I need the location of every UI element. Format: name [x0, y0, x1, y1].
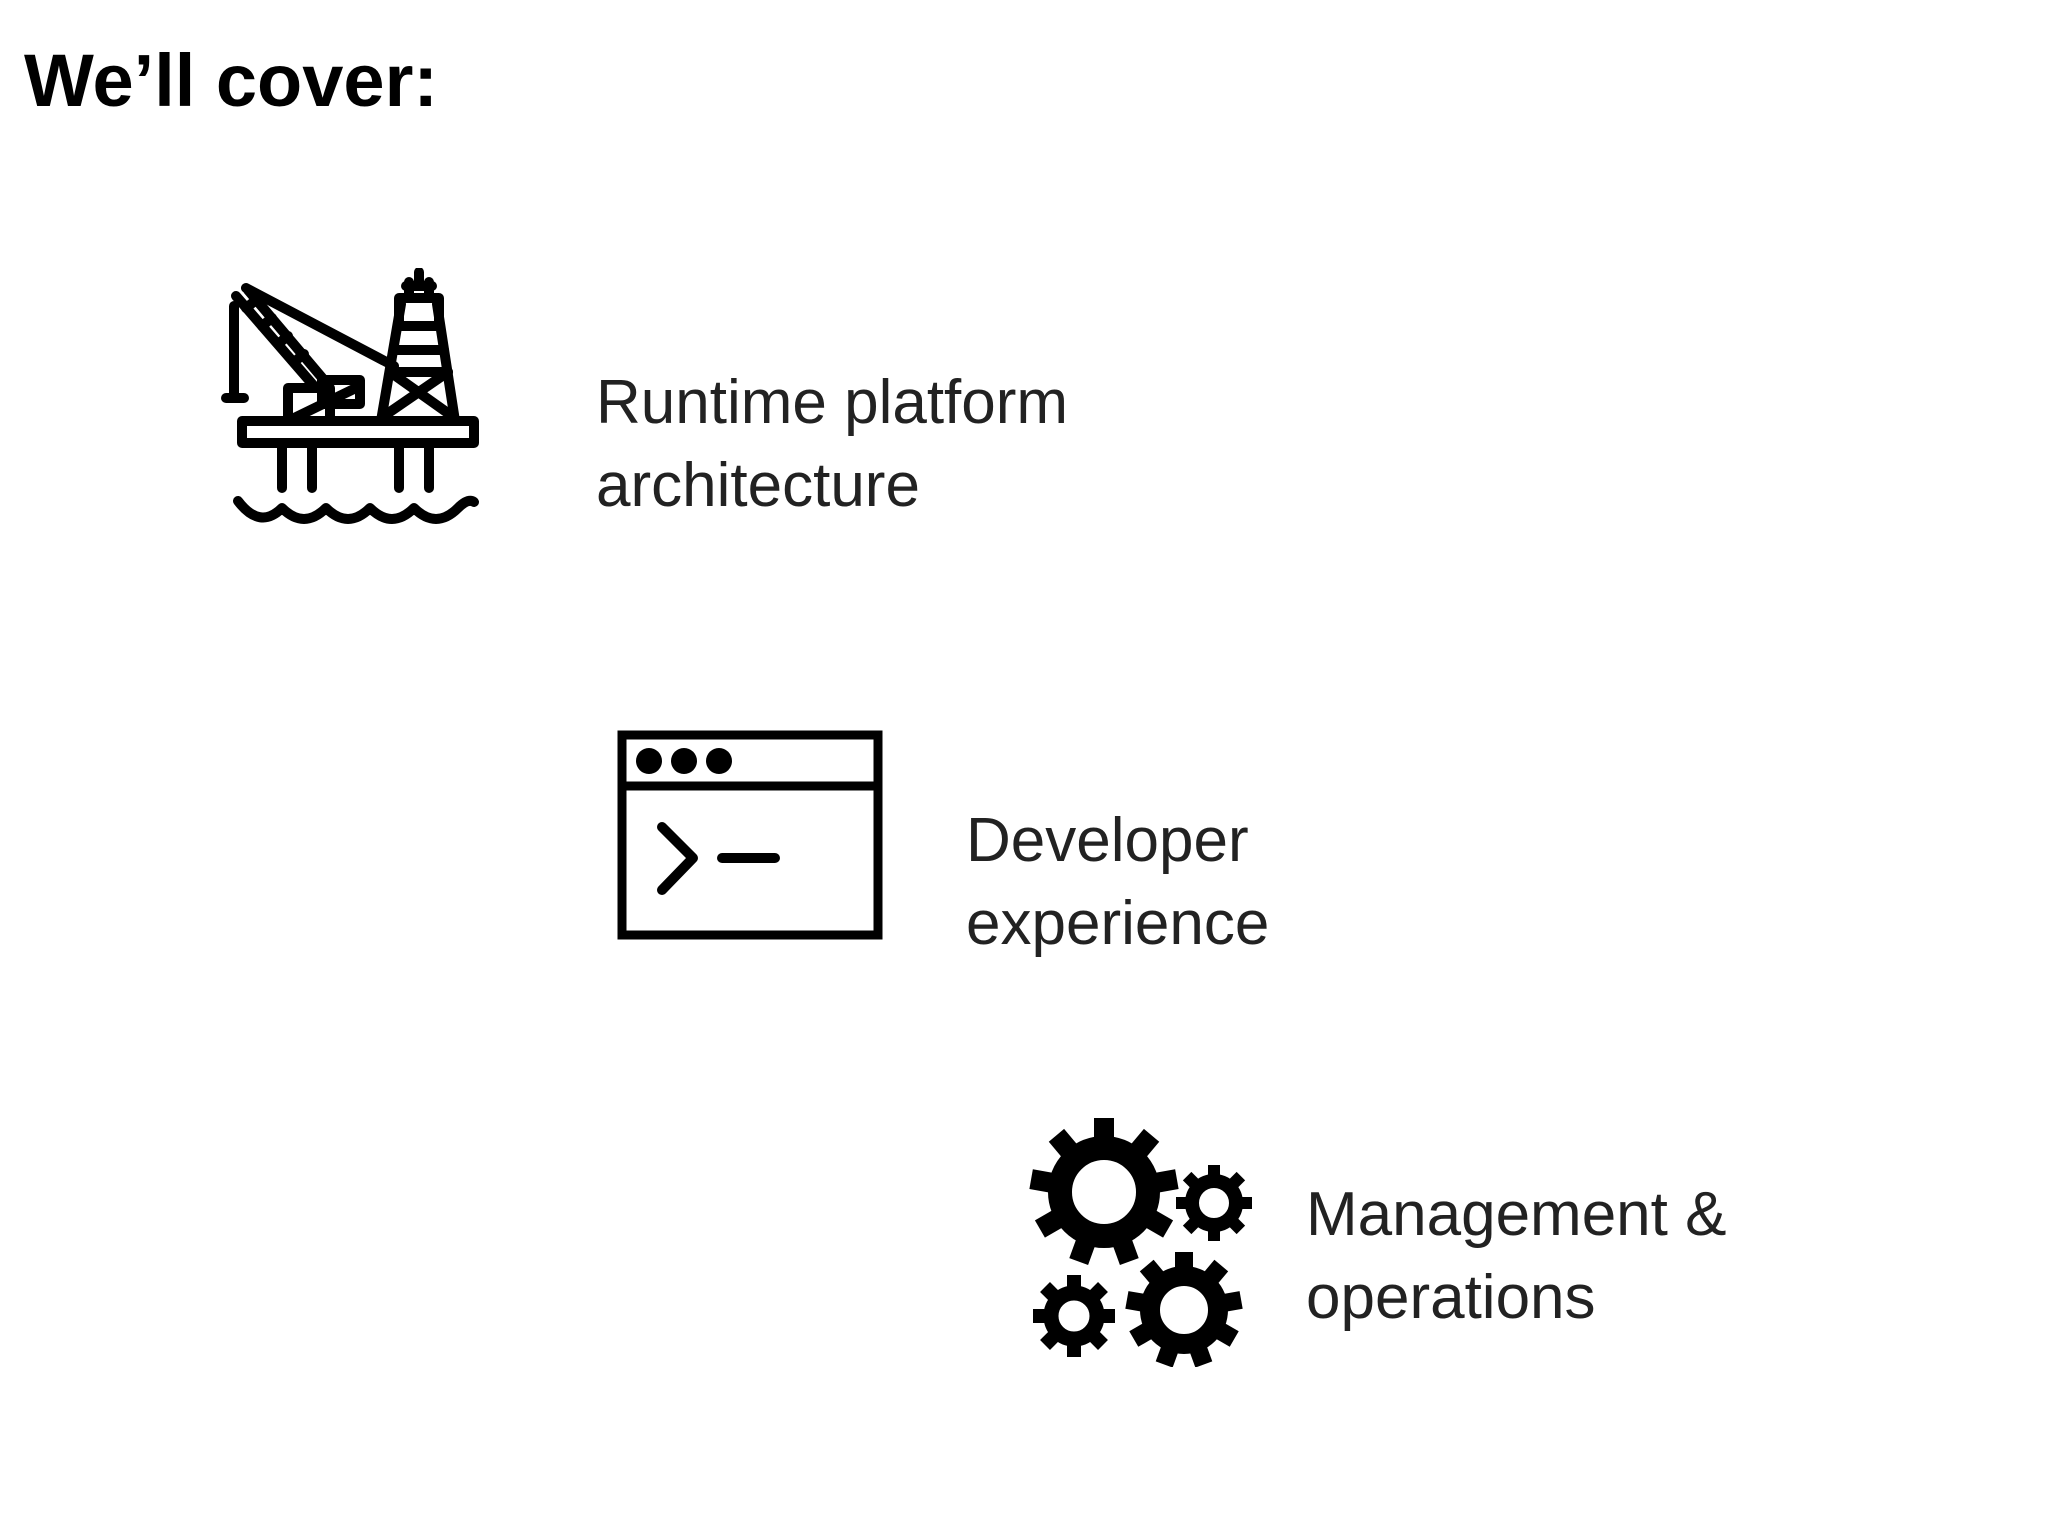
- terminal-window-icon: [617, 730, 883, 940]
- topic-devex-label: Developer experience: [966, 799, 1269, 965]
- topic-devex-line1: Developer: [966, 806, 1249, 875]
- slide-title: We’ll cover:: [24, 39, 439, 122]
- topic-runtime-label: Runtime platform architecture: [596, 361, 1068, 527]
- topic-runtime-line2: architecture: [596, 451, 920, 520]
- topic-devex-line2: experience: [966, 889, 1270, 958]
- topic-mgmt-line2: operations: [1306, 1263, 1596, 1332]
- gears-icon: [1029, 1118, 1252, 1367]
- topic-mgmt-label: Management & operations: [1306, 1173, 1726, 1339]
- topic-runtime-line1: Runtime platform: [596, 368, 1069, 437]
- topic-mgmt-line1: Management &: [1306, 1180, 1727, 1249]
- oil-rig-icon: [221, 268, 479, 524]
